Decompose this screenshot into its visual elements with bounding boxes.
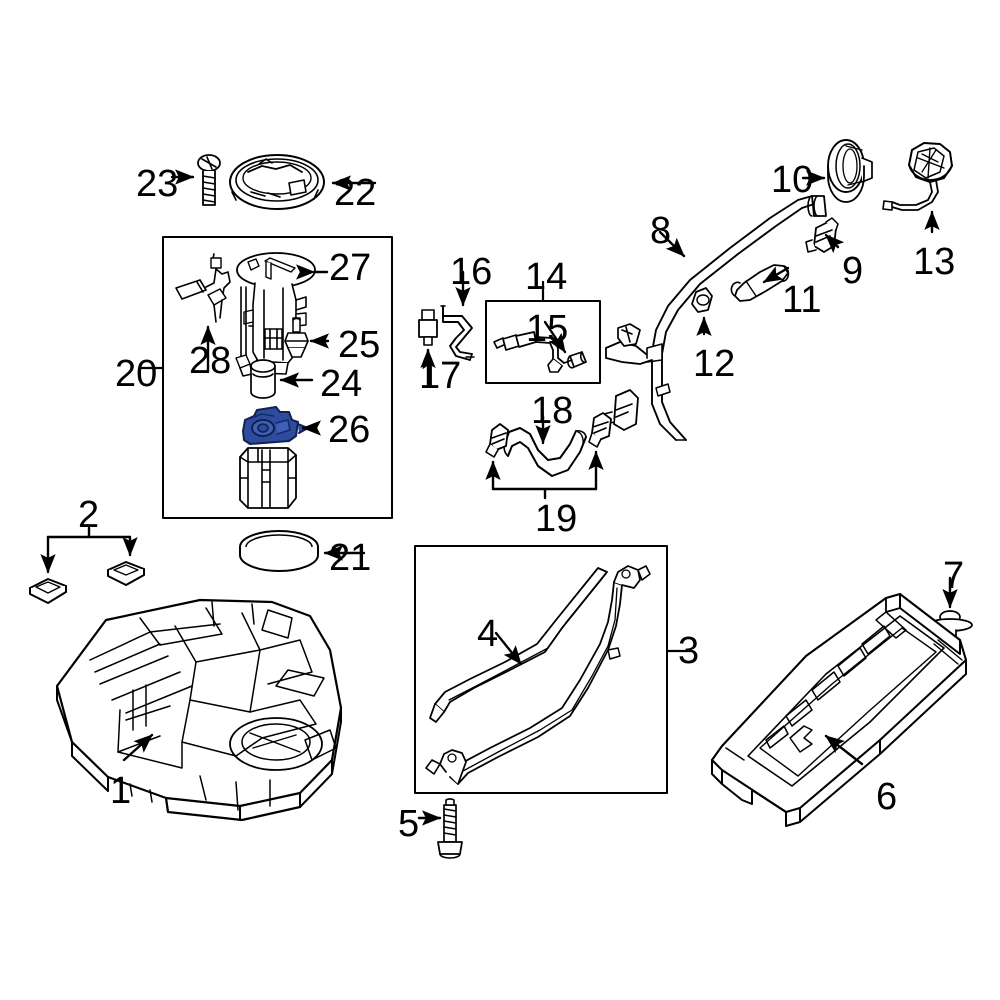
callout-label-9: 9	[842, 250, 864, 292]
callout-label-10: 10	[771, 159, 814, 201]
callout-label-16: 16	[450, 251, 493, 293]
part-filler-pipe-clip	[805, 217, 839, 253]
callout-label-20: 20	[115, 353, 158, 395]
part-hose-clamp-pair	[485, 412, 612, 458]
callout-label-11: 11	[782, 279, 822, 321]
leader-9	[824, 233, 845, 254]
leader-4	[494, 631, 523, 666]
callout-label-17: 17	[419, 355, 462, 397]
callout-label-25: 25	[338, 324, 381, 366]
part-fuel-pressure-regulator	[284, 317, 309, 358]
callout-label-24: 24	[320, 363, 363, 405]
callout-label-14: 14	[525, 256, 568, 298]
part-fuel-filter	[250, 358, 276, 399]
part-filler-neck-seal-retainer	[827, 139, 873, 203]
part-vapor-hose	[440, 305, 475, 361]
callout-label-28: 28	[189, 340, 232, 382]
part-filler-hose	[503, 427, 587, 477]
callout-label-21: 21	[329, 537, 372, 579]
leader-19-bar	[491, 487, 598, 500]
callout-label-18: 18	[531, 390, 574, 432]
part-fuel-level-sender	[175, 253, 231, 323]
part-fuel-tank-strap	[425, 565, 651, 785]
callout-label-2: 2	[78, 494, 100, 536]
leader-8	[658, 230, 686, 258]
callout-label-5: 5	[398, 803, 420, 845]
leader-11	[762, 266, 790, 284]
part-fuel-pump-lock-ring	[229, 154, 325, 210]
callout-label-4: 4	[477, 613, 499, 655]
callout-label-7: 7	[943, 555, 965, 597]
callout-label-22: 22	[334, 172, 377, 214]
part-fuel-filler-cap	[882, 142, 953, 211]
leader-2-bar	[46, 526, 132, 539]
leader-6	[824, 734, 864, 766]
part-fuel-pump-reservoir	[239, 447, 297, 509]
part-filler-pipe-grommet	[691, 287, 713, 313]
callout-label-1: 1	[110, 770, 132, 812]
part-tank-pad-cushion	[29, 561, 145, 604]
callout-label-27: 27	[329, 247, 372, 289]
part-vapor-valve	[418, 309, 438, 346]
callout-label-13: 13	[913, 241, 956, 283]
leader-15	[543, 320, 567, 354]
part-fuel-filler-pipe	[603, 195, 827, 441]
callout-label-6: 6	[876, 776, 898, 818]
part-fuel-pump-bracket-highlighted	[242, 406, 309, 445]
part-fuel-line-connector	[493, 331, 587, 373]
callout-label-3: 3	[678, 630, 700, 672]
leader-1	[122, 733, 154, 762]
part-fuel-tank-heat-shield	[710, 592, 968, 827]
callout-label-8: 8	[650, 210, 672, 252]
callout-label-23: 23	[136, 163, 179, 205]
part-fuel-pump-module-seal	[239, 530, 319, 572]
callout-label-19: 19	[535, 498, 578, 540]
part-filler-vent-hose	[730, 264, 790, 302]
part-fuel-tank	[55, 598, 343, 822]
callout-label-12: 12	[693, 343, 736, 385]
callout-label-15: 15	[526, 308, 569, 350]
callout-label-26: 26	[328, 409, 371, 451]
part-strap-bolt	[437, 798, 463, 859]
part-lock-ring-screw	[197, 154, 221, 206]
